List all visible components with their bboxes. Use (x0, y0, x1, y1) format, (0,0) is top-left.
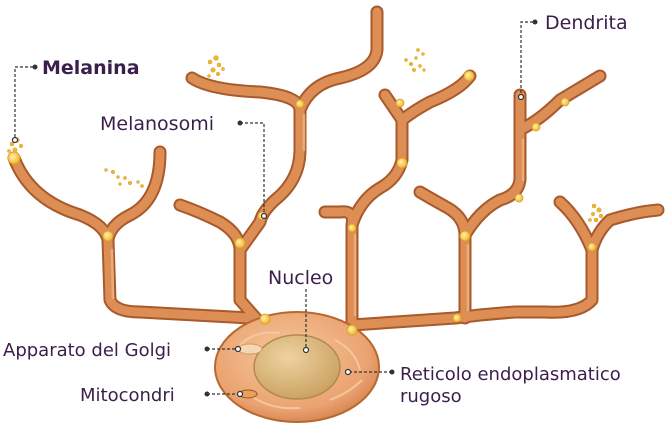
dendrite-highlight (110, 113, 525, 317)
label-golgi: Apparato del Golgi (3, 340, 171, 361)
leader-lines (14, 21, 533, 395)
golgi-apparatus (237, 343, 263, 355)
label-dendrita: Dendrita (545, 12, 628, 34)
label-reticolo-line1: Reticolo endoplasmatico (400, 364, 621, 385)
leader-dots (11, 93, 525, 398)
label-bullets (32, 19, 538, 397)
melanin-clusters (7, 48, 604, 223)
label-melanosomi: Melanosomi (100, 113, 214, 135)
label-reticolo-line2: rugoso (400, 386, 462, 407)
melanosome-granules (7, 70, 597, 336)
label-nucleo: Nucleo (268, 267, 333, 289)
nucleus (253, 334, 341, 400)
label-mitocondri: Mitocondri (80, 385, 175, 406)
label-melanina: Melanina (42, 57, 140, 79)
